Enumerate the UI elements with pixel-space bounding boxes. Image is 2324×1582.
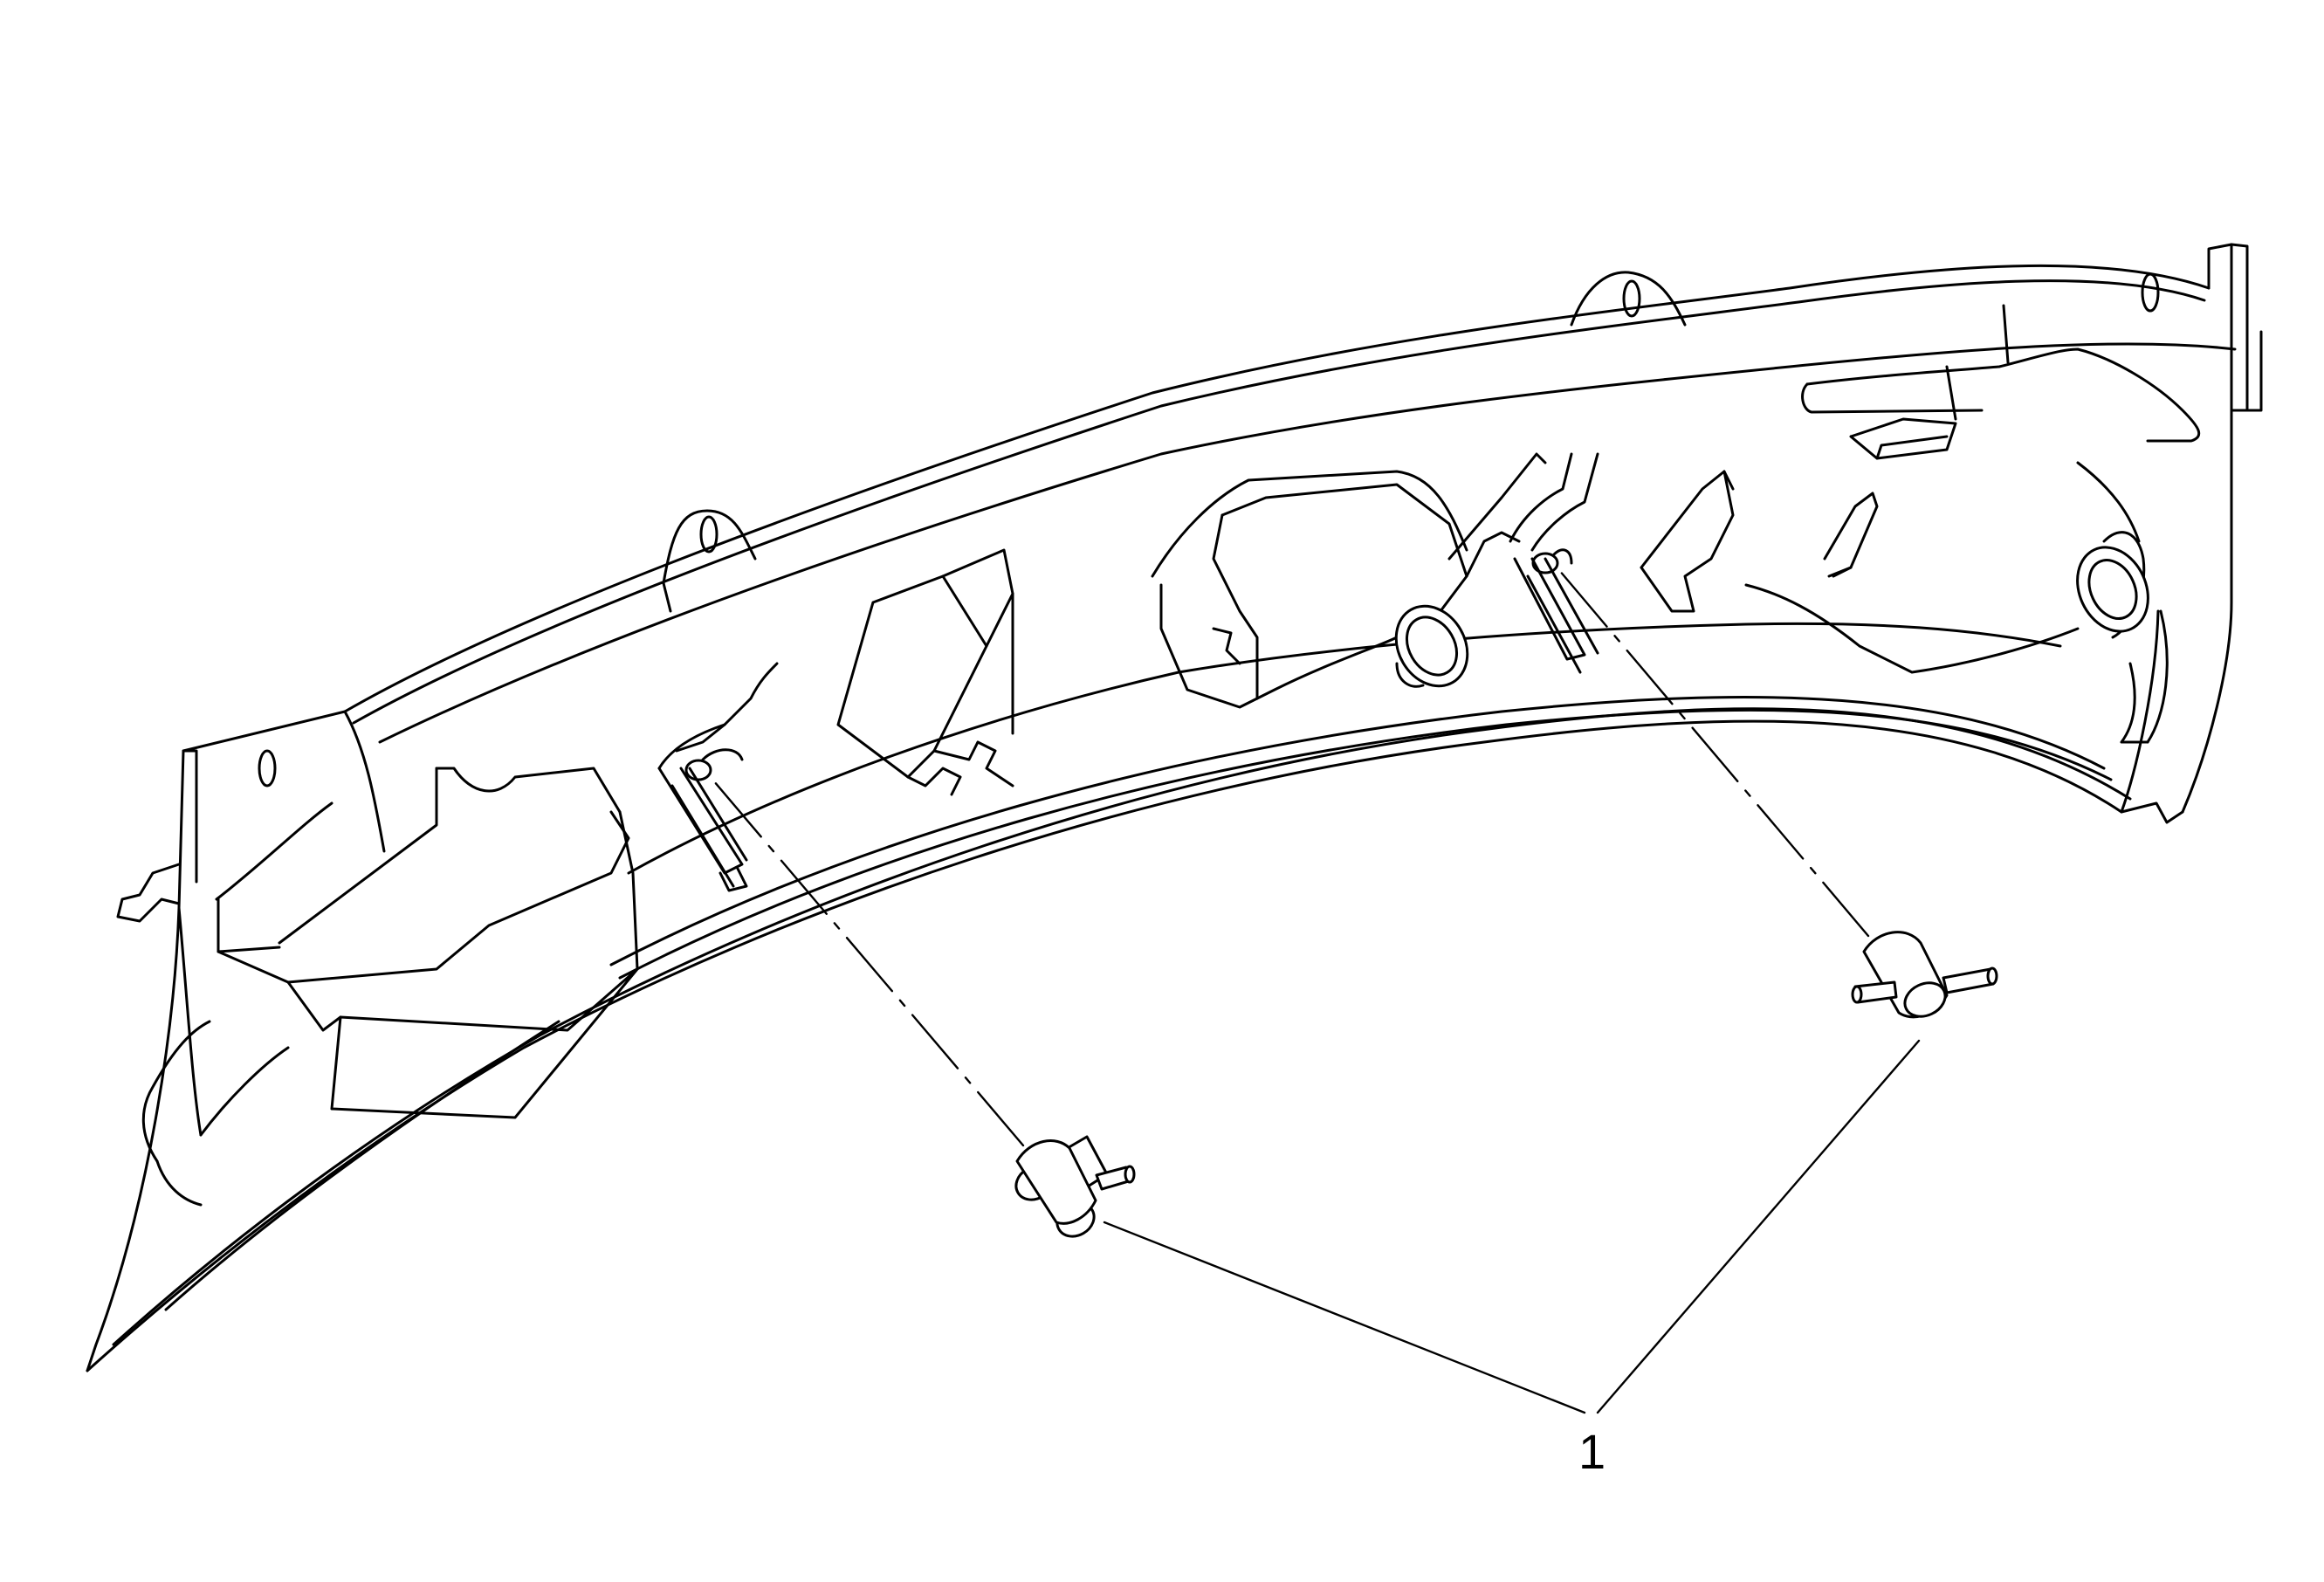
leader-line-left [1103, 1221, 1586, 1414]
alignment-lines [707, 562, 1870, 1147]
mounting-tab-left [662, 509, 757, 613]
callout-leader-lines [1103, 1039, 1921, 1414]
mounting-tab-center [1570, 271, 1687, 327]
leader-line-right [1596, 1039, 1921, 1414]
center-left-bracket [836, 548, 1014, 796]
right-clip-channel [1447, 452, 1599, 674]
fastener-left [1014, 1135, 1136, 1238]
alignment-line-right [1552, 562, 1870, 938]
left-storage-pocket [215, 767, 639, 1119]
right-bracket [1640, 417, 1957, 613]
fastener-right [1851, 931, 1998, 1019]
alignment-line-left [707, 774, 1025, 1147]
trim-panel [86, 243, 2263, 1372]
right-upper-ridge [1801, 304, 2201, 443]
mounting-tab-right [2141, 272, 2160, 313]
callout-label-1: 1 [1578, 1424, 1605, 1479]
left-clip-channel [657, 662, 779, 892]
center-housing [1151, 470, 1469, 709]
right-circular-port [1744, 461, 2169, 744]
mounting-hole-left-end [258, 749, 277, 788]
